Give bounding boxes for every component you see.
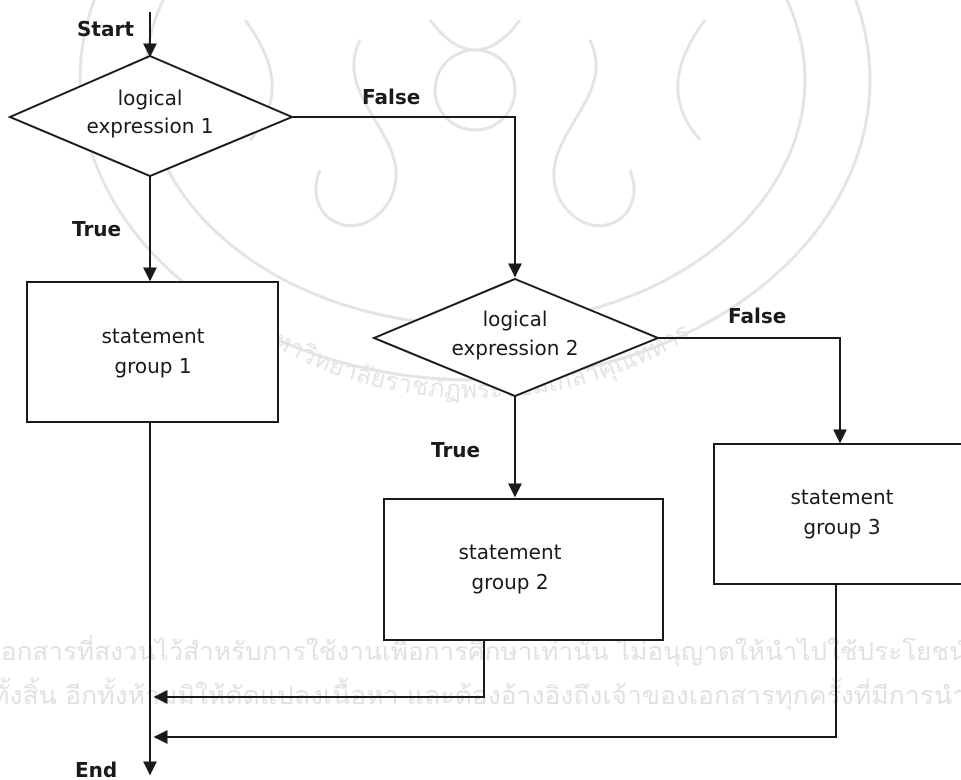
decision-1-diamond — [7, 54, 295, 178]
statement-2-box — [383, 498, 664, 641]
watermark-line-2: ทั้งสิ้น อีกทั้งห้ามมิให้ดัดแปลงเนื้อหา … — [0, 677, 961, 711]
statement-3-line-1: statement — [791, 485, 894, 509]
statement-1-line-1: statement — [102, 324, 205, 348]
edge-statement2-merge — [153, 640, 485, 704]
statement-1-box — [26, 281, 279, 423]
edge-decision2-false — [658, 337, 847, 444]
decision-1-line-1: logical — [118, 86, 183, 110]
statement-1-line-2: group 1 — [114, 354, 191, 378]
statement-2-line-2: group 2 — [471, 570, 548, 594]
decision-1: logical expression 1 — [7, 54, 295, 178]
decision-2: logical expression 2 — [371, 277, 661, 398]
false-label-2: False — [728, 304, 786, 328]
decision-2-line-1: logical — [483, 307, 548, 331]
statement-3-box — [713, 443, 961, 585]
statement-1: statement group 1 — [26, 281, 279, 423]
statement-3: statement group 3 — [713, 443, 961, 585]
true-label-2: True — [431, 438, 480, 462]
decision-1-line-2: expression 1 — [87, 114, 214, 138]
decision-2-line-2: expression 2 — [452, 336, 579, 360]
statement-2-line-1: statement — [459, 540, 562, 564]
true-label-1: True — [72, 217, 121, 241]
statement-2: statement group 2 — [383, 498, 664, 641]
start-label: Start — [77, 17, 134, 41]
false-label-1: False — [362, 85, 420, 109]
flow-edges — [143, 12, 847, 776]
statement-3-line-2: group 3 — [803, 515, 880, 539]
end-label: End — [75, 758, 117, 780]
decision-2-diamond — [371, 277, 661, 398]
edge-statement3-merge — [153, 584, 837, 744]
edge-decision1-false — [292, 116, 522, 278]
